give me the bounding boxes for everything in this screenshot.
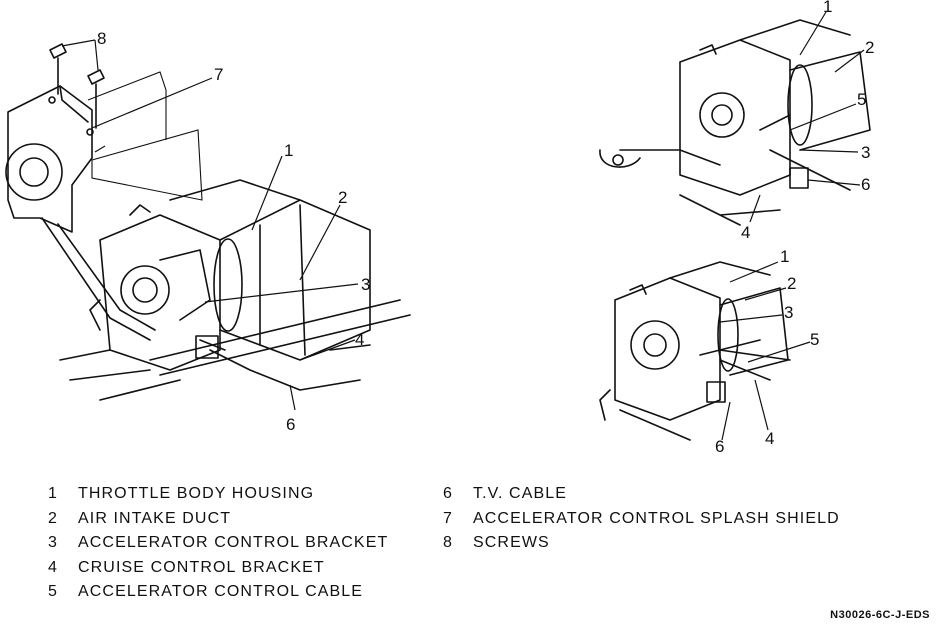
splash-shield-illustration bbox=[5, 71, 203, 341]
legend-label: THROTTLE BODY HOUSING bbox=[78, 485, 315, 502]
callout-2: 2 bbox=[865, 38, 874, 57]
legend-label: ACCELERATOR CONTROL CABLE bbox=[78, 583, 364, 600]
top-right-callout-labels: 1 2 5 3 6 4 bbox=[741, 0, 874, 242]
legend-label: T.V. CABLE bbox=[473, 485, 568, 502]
legend-number: 5 bbox=[48, 583, 58, 600]
callout-3: 3 bbox=[361, 275, 370, 294]
legend-item: 8 SCREWS bbox=[443, 531, 840, 556]
callout-2: 2 bbox=[787, 274, 796, 293]
callout-5: 5 bbox=[810, 330, 819, 349]
callout-4: 4 bbox=[765, 429, 774, 448]
legend-label: ACCELERATOR CONTROL SPLASH SHIELD bbox=[473, 509, 840, 527]
bottom-right-leader-lines bbox=[719, 261, 811, 441]
legend-number: 2 bbox=[48, 509, 58, 527]
callout-8: 8 bbox=[97, 29, 106, 48]
bottom-right-assembly-illustration bbox=[599, 261, 791, 441]
legend-label: ACCELERATOR CONTROL BRACKET bbox=[78, 534, 389, 551]
legend-number: 7 bbox=[443, 509, 453, 527]
legend-label: SCREWS bbox=[473, 534, 550, 551]
legend-number: 8 bbox=[443, 534, 453, 551]
top-right-assembly-illustration bbox=[599, 19, 871, 226]
top-right-view: 1 2 5 3 6 4 bbox=[599, 0, 874, 242]
screws-illustration bbox=[49, 43, 105, 129]
main-view: 8 7 1 2 3 4 6 bbox=[5, 29, 411, 434]
main-leader-lines bbox=[61, 39, 359, 411]
main-callout-labels: 8 7 1 2 3 4 6 bbox=[97, 29, 370, 434]
callout-1: 1 bbox=[284, 141, 293, 160]
figure-id: N30026-6C-J-EDS bbox=[830, 609, 930, 621]
legend-label: AIR INTAKE DUCT bbox=[78, 509, 232, 527]
callout-7: 7 bbox=[214, 65, 223, 84]
exploded-view-illustration: 8 7 1 2 3 4 6 bbox=[5, 0, 874, 456]
callout-2: 2 bbox=[338, 188, 347, 207]
callout-3: 3 bbox=[784, 303, 793, 322]
callout-4: 4 bbox=[741, 223, 750, 242]
legend-item: 5 ACCELERATOR CONTROL CABLE bbox=[48, 580, 388, 605]
legend-number: 1 bbox=[48, 485, 58, 502]
callout-1: 1 bbox=[780, 247, 789, 266]
callout-6: 6 bbox=[715, 437, 724, 456]
legend-item: 6 T.V. CABLE bbox=[443, 482, 840, 507]
callout-6: 6 bbox=[861, 175, 870, 194]
bottom-right-view: 1 2 3 5 4 6 bbox=[599, 247, 819, 456]
callout-4: 4 bbox=[355, 330, 364, 349]
throttle-body-illustration bbox=[59, 204, 411, 401]
callout-6: 6 bbox=[286, 415, 295, 434]
callout-1: 1 bbox=[823, 0, 832, 16]
legend-number: 4 bbox=[48, 558, 58, 576]
legend-label: CRUISE CONTROL BRACKET bbox=[78, 558, 325, 576]
legend-number: 6 bbox=[443, 485, 453, 502]
legend-item: 4 CRUISE CONTROL BRACKET bbox=[48, 556, 388, 581]
bottom-right-callout-labels: 1 2 3 5 4 6 bbox=[715, 247, 819, 456]
legend-item: 1 THROTTLE BODY HOUSING bbox=[48, 482, 388, 507]
legend-item: 7 ACCELERATOR CONTROL SPLASH SHIELD bbox=[443, 507, 840, 532]
cable-illustration bbox=[195, 335, 371, 391]
legend-item: 3 ACCELERATOR CONTROL BRACKET bbox=[48, 531, 388, 556]
legend-item: 2 AIR INTAKE DUCT bbox=[48, 507, 388, 532]
callout-5: 5 bbox=[857, 90, 866, 109]
callout-3: 3 bbox=[861, 143, 870, 162]
top-right-leader-lines bbox=[749, 11, 865, 223]
legend-right-column: 6 T.V. CABLE 7 ACCELERATOR CONTROL SPLASH … bbox=[443, 482, 840, 556]
air-intake-duct-illustration bbox=[169, 179, 371, 361]
legend-number: 3 bbox=[48, 534, 58, 551]
